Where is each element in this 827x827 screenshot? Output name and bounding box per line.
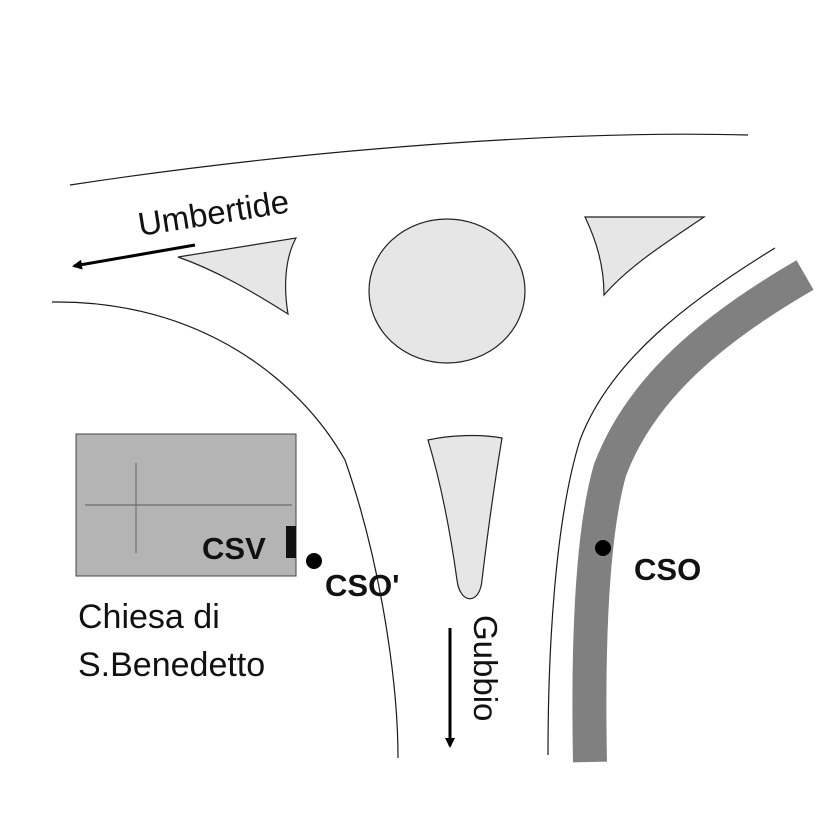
splitter-island-south: [427, 434, 503, 600]
label-church-line1: Chiesa di: [78, 598, 220, 636]
label-gubbio: Gubbio: [467, 615, 504, 721]
roundabout-island: [368, 218, 526, 364]
splitter-island-east: [584, 216, 706, 297]
cso-marker: [595, 540, 611, 556]
label-csv: CSV: [202, 531, 266, 566]
road-edge-west: [51, 301, 399, 759]
cso-prime-marker: [306, 553, 322, 569]
label-church-line2: S.Benedetto: [78, 646, 265, 684]
road-edge-east: [547, 247, 776, 756]
label-cso: CSO: [634, 552, 701, 587]
road-edge-north: [69, 133, 749, 186]
splitter-island-west: [177, 237, 298, 316]
csv-marker: [286, 526, 296, 558]
label-umbertide: Umbertide: [135, 183, 291, 243]
arrow-left-icon: [72, 243, 196, 270]
railway-line: [572, 260, 814, 763]
label-cso-prime: CSO': [325, 568, 400, 603]
